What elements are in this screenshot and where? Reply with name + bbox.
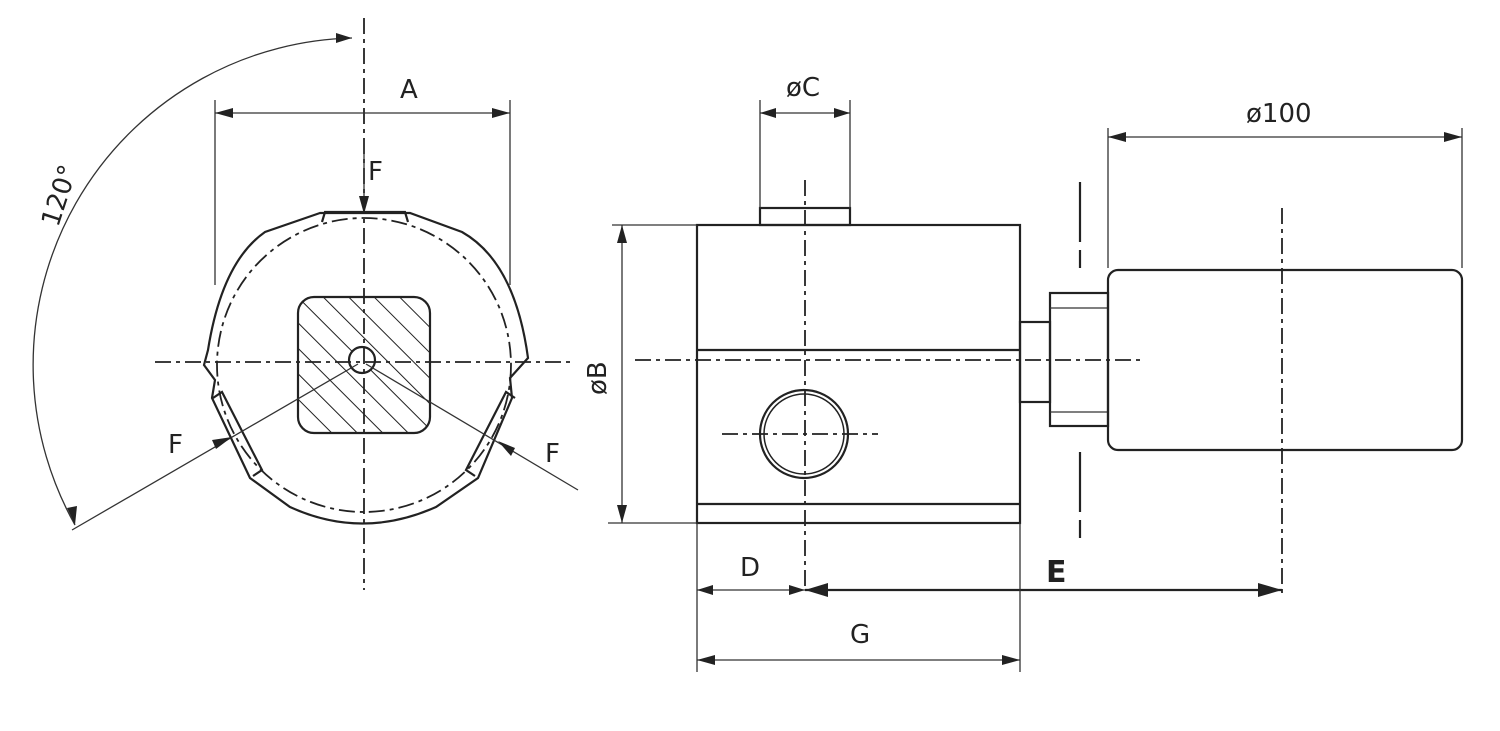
force-right-arrow (498, 441, 515, 456)
end-view-outline (202, 211, 530, 525)
main-body (695, 223, 1022, 525)
end-view-bore-circle (216, 217, 512, 513)
dim-e-label: E (1046, 555, 1067, 590)
dim-b-arrow-bottom (617, 505, 627, 523)
dim-c-arrow-right (834, 108, 850, 118)
angle-arc-arrow-top (336, 33, 352, 43)
force-right-label: F (545, 439, 560, 469)
dim-d-arrow-right (789, 585, 805, 595)
dim-g-arrow-left (697, 655, 715, 665)
dim-e-arrow-right (1258, 583, 1282, 597)
dim-b-label: øB (583, 361, 613, 395)
right-mount-pad (464, 390, 516, 477)
side-view: øC ø100 øB D E G (583, 73, 1464, 672)
cylinder-body (1106, 268, 1464, 452)
angle-arc-arrow-bottom (67, 506, 77, 525)
dim-d-label: D (740, 553, 760, 583)
shaft-neck (1018, 320, 1052, 404)
dim-100-label: ø100 (1246, 99, 1312, 129)
dim-e-arrow-left (805, 583, 828, 597)
dim-100-arrow-left (1108, 132, 1126, 142)
force-top-arrow (359, 196, 369, 214)
force-right-line (365, 363, 579, 491)
angle-arc (32, 37, 353, 526)
center-hole (347, 345, 377, 375)
dim-b-arrow-top (617, 225, 627, 243)
dim-g-arrow-right (1002, 655, 1020, 665)
force-top-label: F (368, 157, 383, 187)
dim-100-arrow-right (1444, 132, 1462, 142)
top-mount-pad (320, 210, 410, 223)
dim-a-label: A (400, 75, 418, 105)
dim-c-arrow-left (760, 108, 776, 118)
force-left-line (71, 363, 359, 531)
force-left-arrow (212, 437, 232, 449)
angle-label: 120° (36, 161, 84, 230)
dim-g-label: G (850, 620, 870, 650)
dim-a-arrow-right (492, 108, 510, 118)
dim-c-label: øC (786, 73, 820, 103)
force-left-label: F (168, 430, 183, 460)
dim-a-arrow-left (215, 108, 233, 118)
end-view: A F F F 120° (32, 18, 579, 590)
dim-d-arrow-left (697, 585, 713, 595)
